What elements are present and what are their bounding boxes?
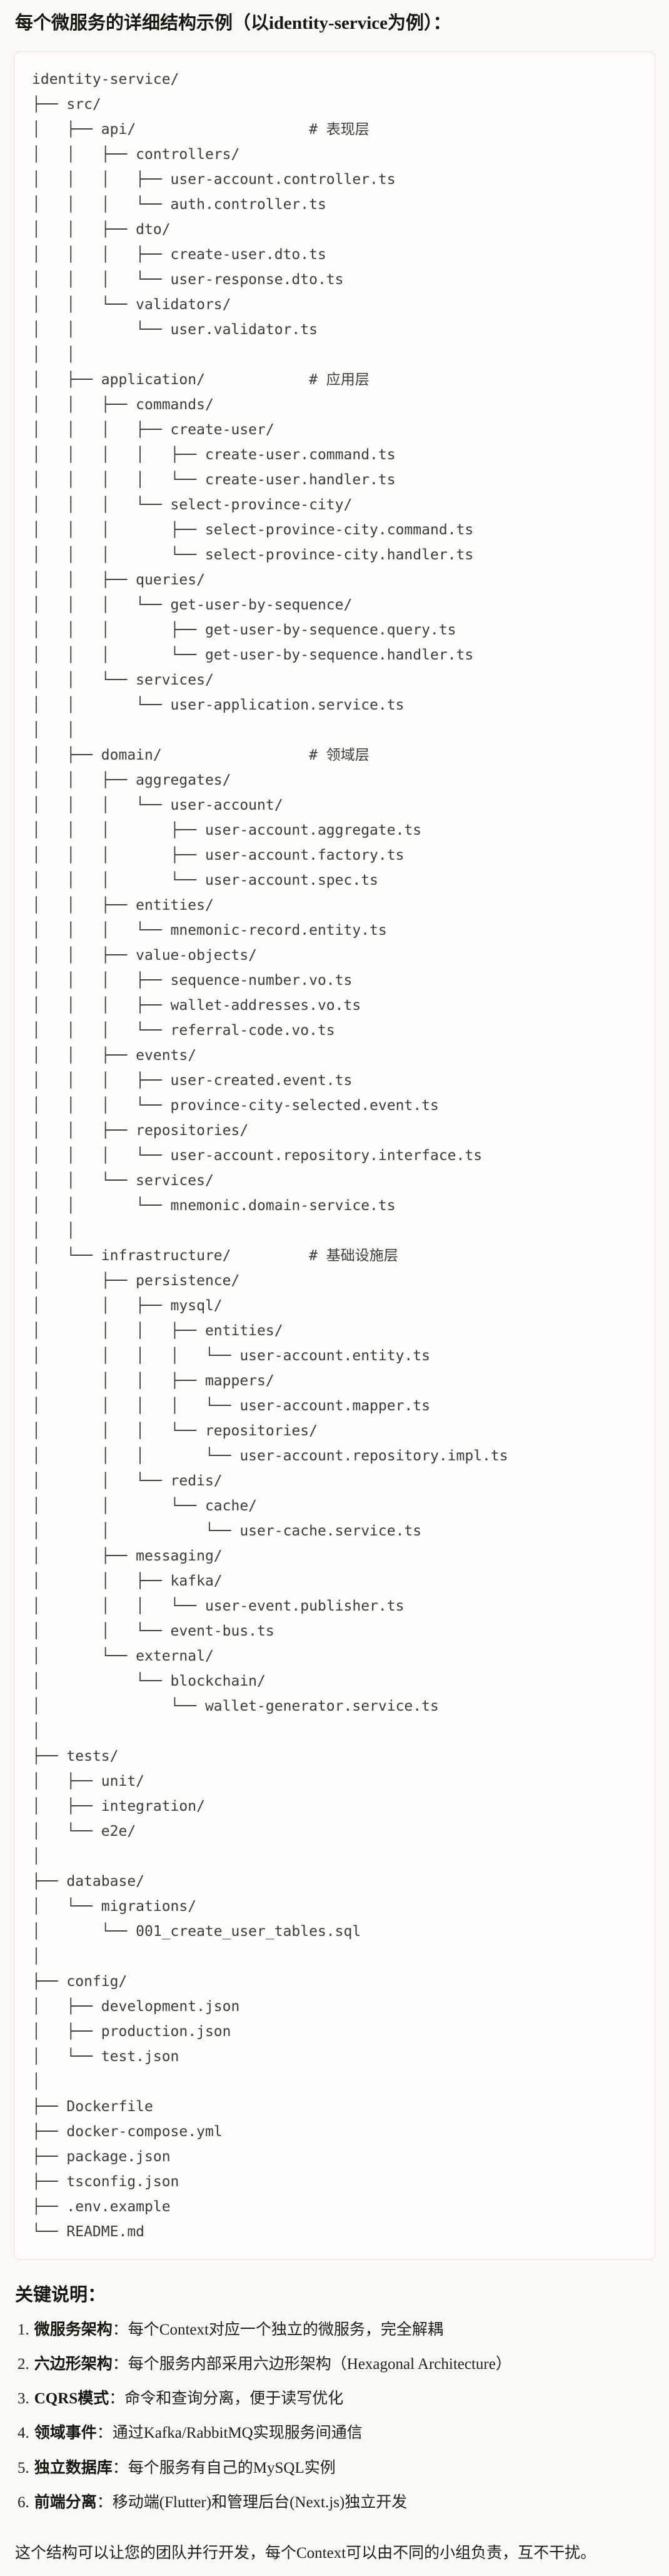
notes-list: 1. 微服务架构：每个Context对应一个独立的微服务，完全解耦 2. 六边形架构…: [14, 2319, 655, 2515]
note-term: 微服务架构: [34, 2321, 113, 2338]
note-term: 六边形架构: [34, 2355, 113, 2373]
note-description: ：通过Kafka/RabbitMQ实现服务间通信: [96, 2425, 363, 2442]
note-item: 2. 六边形架构：每个服务内部采用六边形架构（Hexagonal Architec…: [18, 2353, 655, 2376]
note-description: ：命令和查询分离，便于读写优化: [109, 2390, 344, 2407]
closing-note: 这个结构可以让您的团队并行开发，每个Context可以由不同的小组负责，互不干扰…: [15, 2545, 596, 2562]
note-term: 独立数据库: [34, 2459, 113, 2477]
note-number: 1.: [18, 2321, 29, 2338]
notes-heading: 关键说明：: [15, 2284, 106, 2305]
note-term: 领域事件: [34, 2425, 97, 2442]
note-description: ：移动端(Flutter)和管理后台(Next.js)独立开发: [96, 2493, 408, 2511]
note-term: 前端分离: [34, 2493, 97, 2511]
note-number: 6.: [18, 2493, 29, 2511]
note-item: 5. 独立数据库：每个服务有自己的MySQL实例: [18, 2457, 655, 2480]
note-item: 1. 微服务架构：每个Context对应一个独立的微服务，完全解耦: [18, 2319, 655, 2341]
note-item: 6. 前端分离：移动端(Flutter)和管理后台(Next.js)独立开发: [18, 2492, 655, 2514]
code-block: identity-service/ ├── src/ │ ├── api/ # …: [14, 51, 655, 2260]
note-number: 5.: [18, 2459, 29, 2477]
note-number: 2.: [18, 2355, 29, 2373]
directory-tree: identity-service/ ├── src/ │ ├── api/ # …: [32, 71, 508, 2240]
note-number: 3.: [18, 2390, 29, 2407]
note-number: 4.: [18, 2425, 29, 2442]
note-item: 3. CQRS模式：命令和查询分离，便于读写优化: [18, 2388, 655, 2410]
note-description: ：每个Context对应一个独立的微服务，完全解耦: [112, 2321, 443, 2338]
note-item: 4. 领域事件：通过Kafka/RabbitMQ实现服务间通信: [18, 2422, 655, 2445]
note-description: ：每个服务有自己的MySQL实例: [112, 2459, 336, 2477]
note-term: CQRS模式: [34, 2390, 109, 2407]
page-title: 每个微服务的详细结构示例（以identity-service为例）：: [15, 13, 451, 33]
note-description: ：每个服务内部采用六边形架构（Hexagonal Architecture）: [112, 2355, 511, 2373]
